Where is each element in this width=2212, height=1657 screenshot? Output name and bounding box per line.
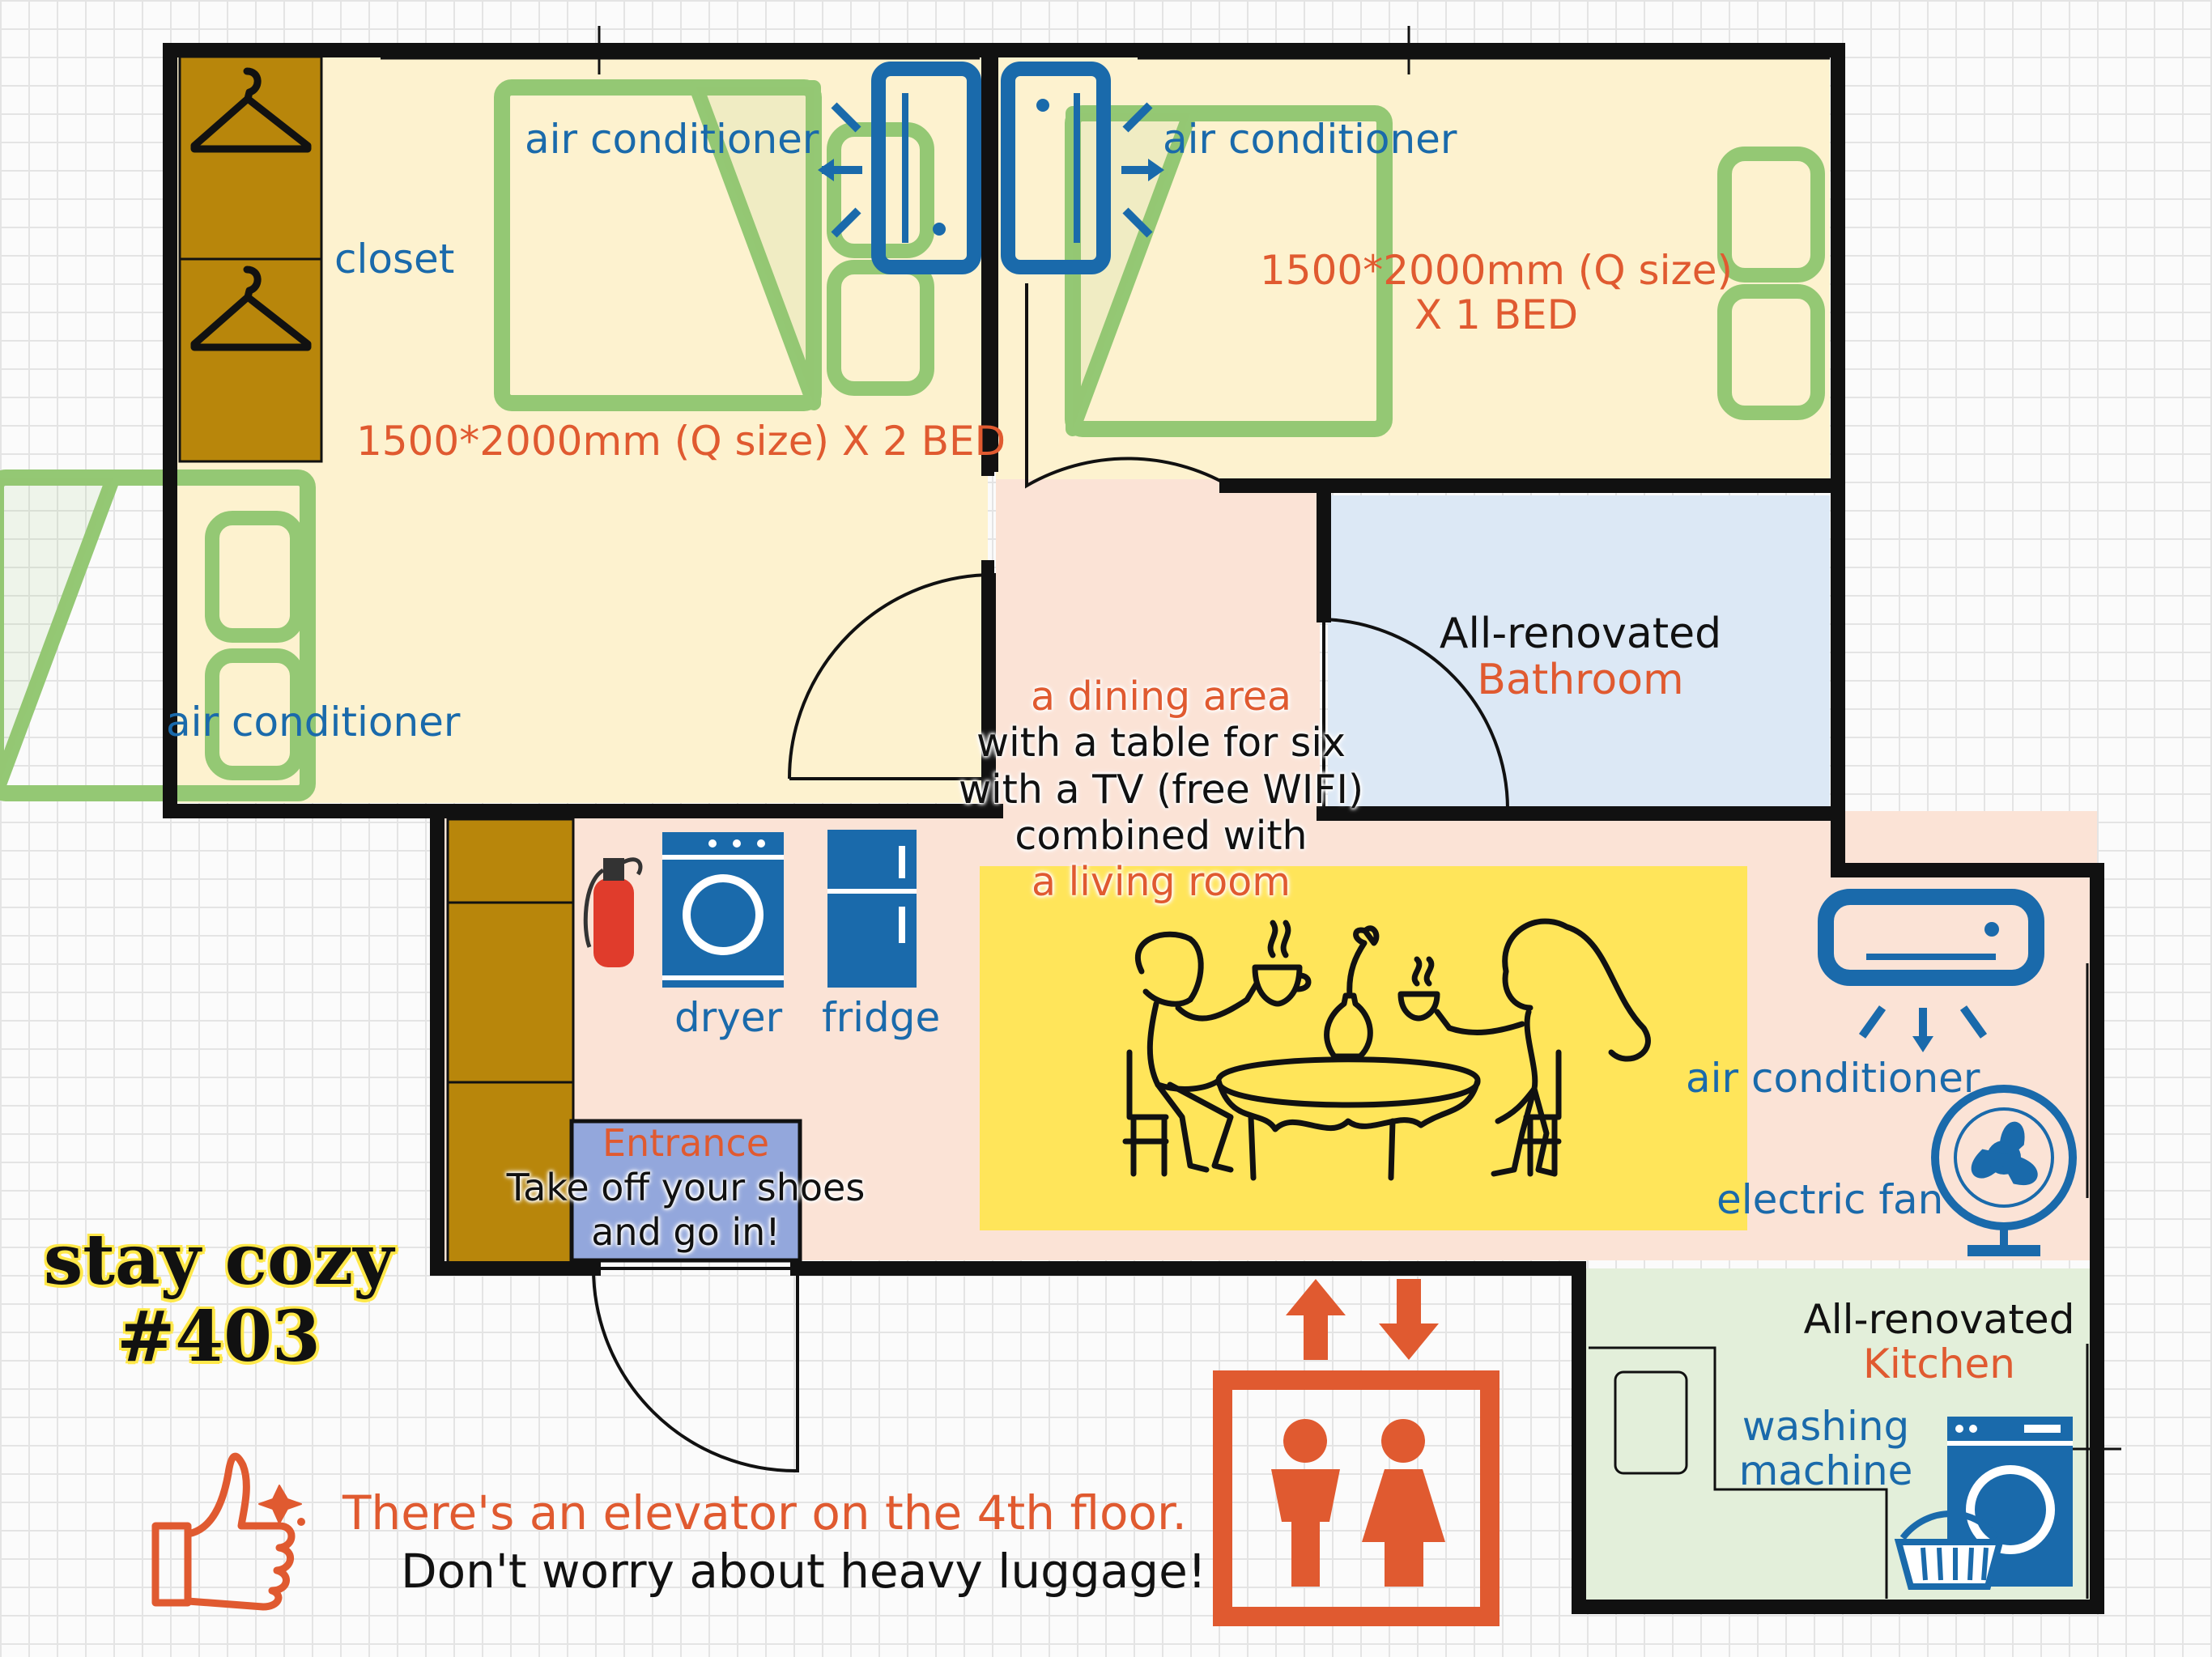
brand-line1: stay cozy (43, 1219, 394, 1301)
bed-size-label-one: 1500*2000mm (Q size) X 1 BED (1260, 249, 1733, 338)
ac-label-bedroom2-top: air conditioner (1163, 116, 1457, 163)
laundry-basket-icon (1894, 1510, 2005, 1590)
electric-fan-icon (1931, 1085, 2077, 1256)
entrance-label: Entrance Take off your shoes and go in! (507, 1121, 866, 1255)
dining-label-line1: a dining area (1031, 673, 1291, 720)
bathroom-label-line2: Bathroom (1477, 656, 1684, 705)
bed-size-label-two: 1500*2000mm (Q size) X 2 BED (356, 418, 1006, 465)
thumbs-up-icon (151, 1452, 305, 1611)
closet-living (446, 818, 575, 1270)
ac-label-bedroom1-top: air conditioner (525, 116, 819, 163)
hallway-floor (996, 479, 1320, 811)
kitchen-label-line1: All-renovated (1803, 1296, 2075, 1343)
bathroom-label: All-renovated Bathroom (1439, 610, 1722, 705)
kitchen-counter (1589, 1346, 1888, 1599)
bathroom-floor (1328, 495, 1830, 809)
ac-label-living: air conditioner (1686, 1055, 1980, 1102)
notice-luggage: Don't worry about heavy luggage! (401, 1544, 1207, 1599)
kitchen-label: All-renovated Kitchen (1804, 1298, 2075, 1387)
ac-label-bedroom1-bottom: air conditioner (166, 699, 461, 746)
brand-line2: #403 (117, 1295, 321, 1378)
electric-fan-label: electric fan (1716, 1176, 1944, 1223)
brand-title: stay cozy #403 (44, 1222, 393, 1375)
dining-label-line5: a living room (1032, 859, 1291, 906)
notice-elevator: There's an elevator on the 4th floor. (342, 1485, 1187, 1540)
bed-pillows-2 (205, 511, 304, 780)
air-conditioner-icon (1826, 897, 2036, 1052)
elevator-icon (1213, 1279, 1499, 1626)
kitchen-label-line2: Kitchen (1863, 1340, 2015, 1387)
fridge-label: fridge (822, 994, 941, 1041)
dining-area-label: a dining area with a table for six with … (959, 673, 1363, 906)
washing-machine-icon (1947, 1417, 2073, 1587)
fire-extinguisher-icon (583, 857, 643, 967)
washing-label-line2: machine (1738, 1447, 1913, 1494)
fridge-icon (827, 830, 917, 988)
dryer-label: dryer (674, 994, 783, 1041)
dining-label-line3: with a TV (free WIFI) (958, 766, 1364, 813)
washing-label-line1: washing (1742, 1403, 1910, 1450)
entrance-line2: and go in! (591, 1210, 781, 1255)
air-conditioner-icon (818, 62, 981, 274)
bathroom-label-line1: All-renovated (1439, 610, 1722, 658)
bed-pillows-3 (1717, 147, 1825, 420)
air-conditioner-icon (1001, 62, 1164, 274)
doors (592, 283, 1509, 1473)
dining-label-line2: with a table for six (976, 720, 1346, 767)
entrance-title: Entrance (602, 1121, 770, 1165)
dryer-icon (662, 832, 784, 988)
bed-size-one-line1: 1500*2000mm (Q size) (1259, 247, 1733, 294)
entrance-floor (569, 1119, 802, 1263)
entrance-line1: Take off your shoes (506, 1166, 866, 1210)
dining-label-line4: combined with (1015, 812, 1308, 859)
windows (381, 26, 2121, 1599)
walls (163, 43, 2104, 1614)
washing-machine-label: washing machine (1739, 1404, 1913, 1493)
dining-people-icon (1122, 918, 1651, 1181)
closet-label: closet (334, 236, 455, 283)
bed-size-one-line2: X 1 BED (1414, 291, 1579, 338)
